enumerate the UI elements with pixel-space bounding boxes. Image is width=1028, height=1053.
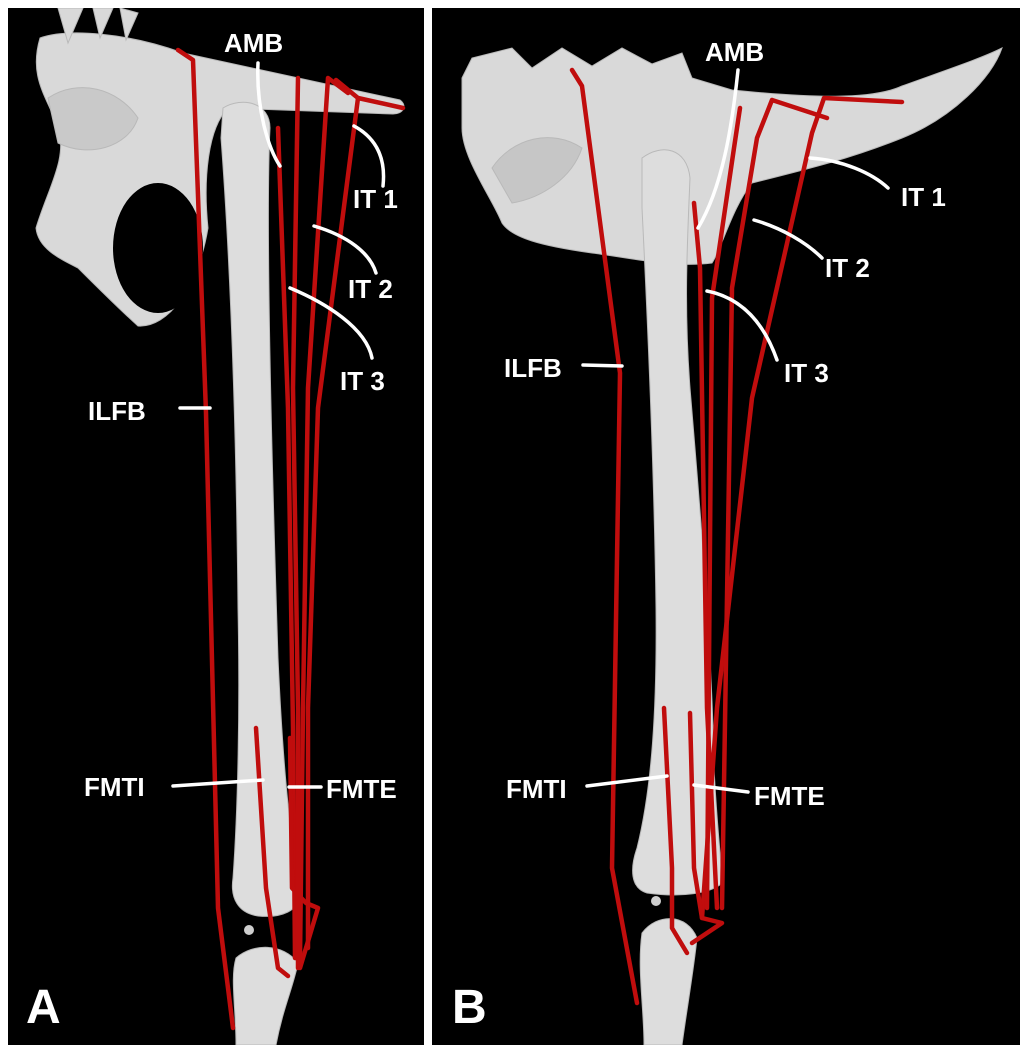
it3-leader bbox=[288, 286, 374, 360]
it1-label: IT 1 bbox=[901, 182, 946, 212]
panel-a: AMB IT 1 IT 2 IT 3 ILFB FMTI FMTE A bbox=[8, 8, 424, 1045]
tibia-bone bbox=[232, 925, 299, 1045]
it1-leader bbox=[352, 124, 386, 188]
knee-joint-marker bbox=[244, 925, 254, 935]
fmti-leader bbox=[171, 778, 265, 788]
amb-muscle bbox=[275, 125, 298, 961]
it3-muscle bbox=[704, 105, 743, 911]
it3-leader bbox=[705, 289, 779, 362]
it2-leader bbox=[752, 218, 824, 260]
ilfb-muscle bbox=[175, 47, 236, 1031]
amb-leader bbox=[256, 61, 282, 168]
it1-leader bbox=[808, 156, 890, 190]
amb-leader bbox=[696, 68, 740, 230]
amb-label: AMB bbox=[224, 28, 283, 58]
fmti-leader bbox=[585, 774, 669, 788]
ilfb-label: ILFB bbox=[504, 353, 562, 383]
fmte-muscle bbox=[687, 710, 725, 946]
amb-label: AMB bbox=[705, 37, 764, 67]
femur-bone bbox=[220, 101, 301, 917]
it3-label: IT 3 bbox=[340, 366, 385, 396]
muscle-paths-b bbox=[569, 67, 905, 1006]
fmti-muscle bbox=[661, 705, 690, 956]
it2-label: IT 2 bbox=[825, 253, 870, 283]
ilfb-label: ILFB bbox=[88, 396, 146, 426]
it2-muscle bbox=[297, 75, 351, 961]
it2-label: IT 2 bbox=[348, 274, 393, 304]
ilfb-muscle bbox=[569, 67, 640, 1006]
it2-muscle bbox=[719, 97, 830, 911]
muscle-paths-a bbox=[175, 47, 406, 1031]
tibia-bone bbox=[639, 896, 698, 1045]
fmte-muscle bbox=[287, 735, 321, 971]
leader-lines-a bbox=[171, 61, 386, 789]
panel-a-drawing: AMB IT 1 IT 2 IT 3 ILFB FMTI FMTE A bbox=[26, 8, 406, 1045]
it3-label: IT 3 bbox=[784, 358, 829, 388]
it1-label: IT 1 bbox=[353, 184, 398, 214]
fmte-label: FMTE bbox=[326, 774, 397, 804]
panel-b: AMB IT 1 IT 2 IT 3 ILFB FMTI FMTE B bbox=[432, 8, 1020, 1045]
pelvis-bone bbox=[35, 8, 405, 327]
fmti-label: FMTI bbox=[506, 774, 567, 804]
ilfb-leader bbox=[581, 363, 624, 368]
it3-muscle bbox=[290, 75, 301, 971]
it1-muscle bbox=[699, 95, 905, 921]
fmte-leader bbox=[692, 783, 750, 794]
panel-letter: A bbox=[26, 981, 61, 1034]
panel-letter: B bbox=[452, 981, 487, 1034]
leader-lines-b bbox=[581, 68, 890, 794]
knee-joint-marker bbox=[651, 896, 661, 906]
it1-muscle bbox=[305, 77, 406, 951]
panel-b-drawing: AMB IT 1 IT 2 IT 3 ILFB FMTI FMTE B bbox=[452, 37, 1003, 1045]
it2-leader bbox=[312, 224, 378, 275]
fmte-label: FMTE bbox=[754, 781, 825, 811]
fmti-muscle bbox=[253, 725, 291, 979]
fmti-label: FMTI bbox=[84, 772, 145, 802]
